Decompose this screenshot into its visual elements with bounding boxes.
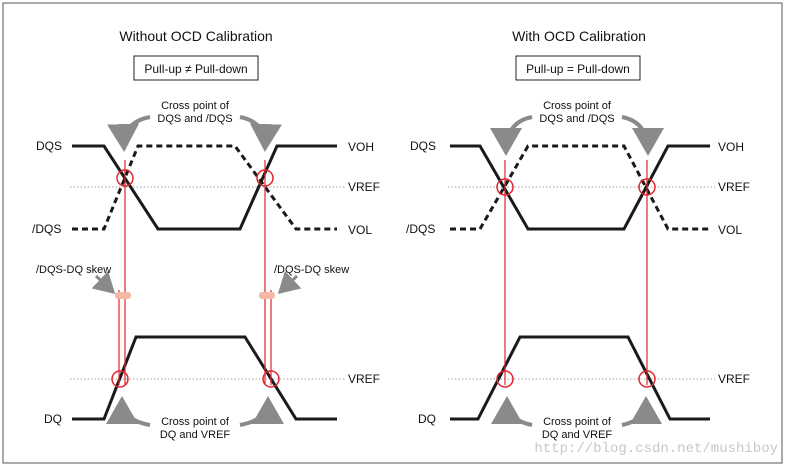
frame-border: [2, 2, 783, 464]
right-condition-box: [515, 55, 641, 81]
left-cross-top-line1: Cross point of: [161, 100, 230, 112]
right-dq-cross-marker-2: [638, 370, 656, 388]
right-cross-bottom-line1: Cross point of: [543, 416, 612, 428]
left-cross-bottom-line1: Cross point of: [161, 416, 230, 428]
left-condition-box: [133, 55, 259, 81]
left-panel: Without OCD Calibration Pull-up ≠ Pull-d…: [32, 28, 380, 441]
right-cross-marker-1: [496, 178, 514, 196]
left-vref-dq-label: VREF: [348, 372, 380, 386]
right-cross-bottom-line2: DQ and VREF: [542, 429, 613, 441]
left-skew-arrow-2: [277, 270, 302, 295]
left-skew-band-2: [259, 292, 275, 299]
right-voh-label: VOH: [718, 140, 744, 154]
left-cross-bottom-line2: DQ and VREF: [160, 429, 231, 441]
left-dq-cross-marker-1: [111, 370, 129, 388]
right-ndqs-label: /DQS: [406, 222, 435, 236]
left-arrow-top-2: [239, 115, 282, 152]
left-dqs-label: DQS: [36, 139, 62, 153]
left-dq-waveform: [72, 335, 337, 421]
right-ndqs-waveform: [450, 144, 710, 231]
right-dq-cross-marker-1: [496, 370, 514, 388]
right-title: With OCD Calibration: [512, 28, 646, 44]
left-skew-band-1: [115, 292, 131, 299]
left-arrow-top-1: [107, 115, 151, 152]
left-ndqs-label: /DQS: [32, 222, 61, 236]
left-cross-marker-1: [116, 169, 134, 187]
left-dq-cross-marker-2: [262, 370, 280, 388]
right-panel: With OCD Calibration Pull-up = Pull-down…: [406, 28, 750, 441]
left-vref-label: VREF: [348, 180, 380, 194]
right-cross-top-line2: DQS and /DQS: [539, 113, 614, 125]
left-skew-arrow-1: [91, 270, 116, 295]
left-cross-top-line2: DQS and /DQS: [157, 113, 232, 125]
right-dq-waveform: [450, 335, 710, 421]
left-ndqs-waveform: [72, 144, 337, 231]
left-dq-label: DQ: [44, 412, 62, 426]
left-condition-text: Pull-up ≠ Pull-down: [144, 62, 247, 76]
right-vref-dq-label: VREF: [718, 372, 750, 386]
right-arrow-bottom-2: [621, 396, 662, 427]
left-cross-marker-2: [256, 169, 274, 187]
left-dqs-waveform: [72, 144, 337, 231]
watermark-text: http://blog.csdn.net/mushiboy: [534, 441, 778, 457]
right-cross-top-line1: Cross point of: [543, 100, 612, 112]
right-dq-label: DQ: [418, 412, 436, 426]
right-dqs-label: DQS: [410, 139, 436, 153]
left-skew-label-1: /DQS-DQ skew: [36, 264, 111, 276]
right-vref-label: VREF: [718, 180, 750, 194]
right-cross-marker-2: [638, 178, 656, 196]
right-arrow-bottom-1: [491, 396, 533, 427]
left-vol-label: VOL: [348, 223, 372, 237]
right-arrow-top-1: [490, 115, 533, 156]
left-title: Without OCD Calibration: [119, 28, 272, 44]
left-voh-label: VOH: [348, 140, 374, 154]
right-arrow-top-2: [621, 115, 664, 156]
left-arrow-bottom-1: [106, 396, 151, 427]
right-condition-text: Pull-up = Pull-down: [526, 62, 630, 76]
left-arrow-bottom-2: [239, 396, 284, 427]
right-vol-label: VOL: [718, 223, 742, 237]
left-skew-label-2: /DQS-DQ skew: [274, 264, 349, 276]
right-dqs-waveform: [450, 144, 710, 231]
